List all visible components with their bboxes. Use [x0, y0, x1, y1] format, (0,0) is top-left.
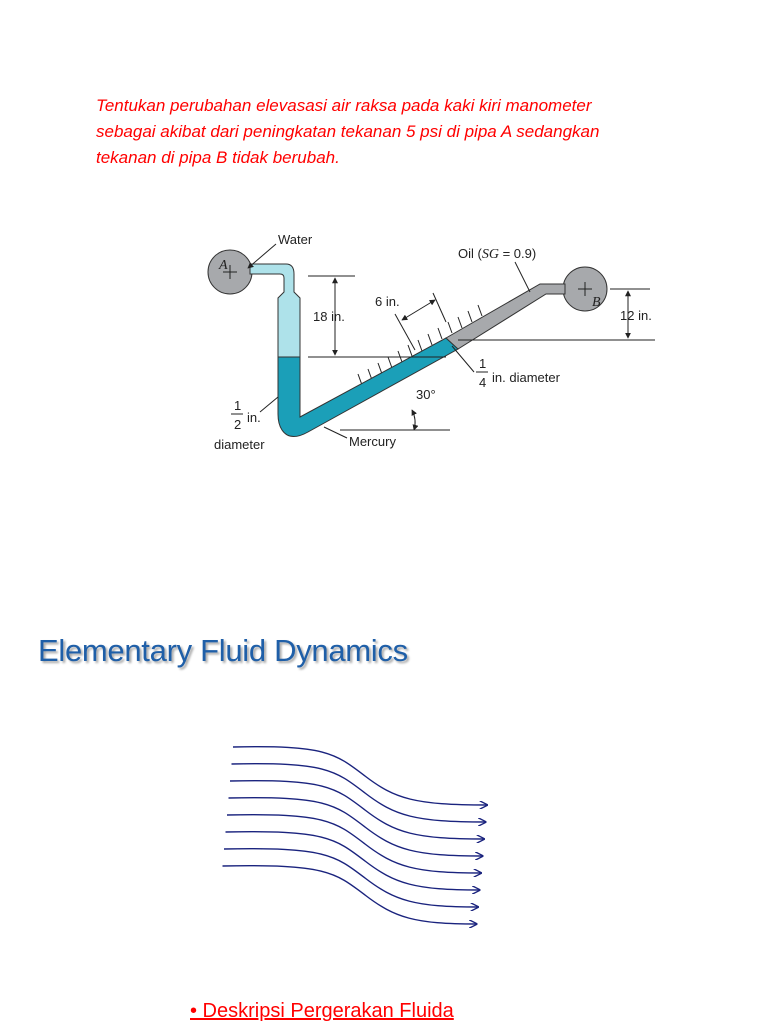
streamline: [229, 780, 484, 839]
half-diameter-label: diameter: [214, 437, 265, 452]
tank-a: [207, 249, 253, 295]
quarter-leader: [451, 345, 475, 373]
tank-b: [562, 266, 608, 312]
mercury-leader: [323, 426, 348, 439]
streamline: [222, 865, 477, 924]
half-in-label: in.: [247, 410, 261, 425]
oil-pipe: [445, 283, 566, 350]
dim-12-in: [458, 288, 655, 341]
streamline: [231, 763, 486, 822]
water-pipe: [249, 263, 301, 358]
oil-label: Oil (SG = 0.9): [458, 246, 536, 262]
streamline: [225, 831, 480, 890]
mercury-column: [277, 337, 459, 437]
water-label: Water: [278, 232, 313, 247]
bullet-deskripsi: • Deskripsi Pergerakan Fluida: [190, 1000, 454, 1022]
half-num: 1: [234, 398, 241, 413]
quarter-diameter-label: in. diameter: [492, 370, 561, 385]
problem-statement: Tentukan perubahan elevasasi air raksa p…: [96, 93, 696, 171]
streamline: [226, 814, 481, 873]
streamline-group: [222, 746, 488, 924]
quarter-num: 1: [479, 356, 486, 371]
streamline: [223, 848, 478, 907]
mercury-label: Mercury: [349, 434, 396, 449]
oil-leader: [514, 261, 531, 293]
pipe-a-label: A: [218, 258, 228, 273]
angle-arc: [411, 409, 419, 431]
streamline: [228, 797, 483, 856]
dim-6-label: 6 in.: [375, 294, 400, 309]
half-leader: [259, 396, 279, 413]
dim-12-label: 12 in.: [620, 308, 652, 323]
pipe-b-label: B: [592, 295, 601, 310]
problem-line-1: Tentukan perubahan elevasasi air raksa p…: [96, 96, 592, 115]
dim-18-in: [308, 275, 446, 358]
problem-line-3: tekanan di pipa B tidak berubah.: [96, 148, 340, 167]
manometer-diagram: 18 in. 12 in. 6 in. 30° Water A B Oil (S…: [207, 232, 655, 452]
streamline: [232, 746, 487, 805]
slide-title: Elementary Fluid Dynamics: [38, 633, 408, 668]
problem-line-2: sebagai akibat dari peningkatan tekanan …: [96, 122, 600, 141]
streamlines-figure: [222, 746, 505, 965]
angle-label: 30°: [416, 387, 436, 402]
half-den: 2: [234, 417, 241, 432]
dim-6-in: [394, 292, 447, 351]
quarter-den: 4: [479, 375, 486, 390]
water-leader: [247, 243, 277, 269]
dim-18-label: 18 in.: [313, 309, 345, 324]
